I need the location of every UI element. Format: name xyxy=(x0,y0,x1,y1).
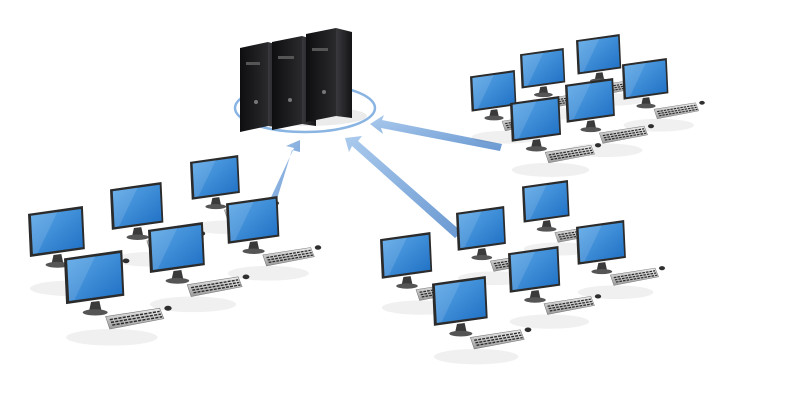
client-group-top-right xyxy=(470,34,705,177)
keyboard-icon xyxy=(653,102,700,120)
keyboard-icon xyxy=(470,329,525,350)
mouse-icon xyxy=(164,305,172,311)
keyboard-icon xyxy=(186,276,243,297)
desktop-computer-icon xyxy=(576,220,666,300)
mouse-icon xyxy=(524,327,532,333)
connection-arrows xyxy=(263,115,502,238)
keyboard-icon xyxy=(262,247,315,267)
mouse-icon xyxy=(658,266,666,271)
mouse-icon xyxy=(594,294,602,299)
mouse-icon xyxy=(594,143,602,148)
desktop-computer-icon xyxy=(510,96,602,177)
server-tower-icon xyxy=(306,28,352,122)
keyboard-icon xyxy=(599,125,648,144)
desktop-computer-icon xyxy=(432,276,532,365)
desktop-computer-icon xyxy=(64,250,172,346)
client-group-bottom xyxy=(380,180,666,365)
mouse-icon xyxy=(647,124,655,129)
keyboard-icon xyxy=(544,144,595,164)
keyboard-icon xyxy=(543,296,595,315)
desktop-computer-icon xyxy=(622,58,705,132)
mouse-icon xyxy=(699,100,705,105)
desktop-computer-icon xyxy=(226,196,322,281)
keyboard-icon xyxy=(105,307,165,330)
desktop-computer-icon xyxy=(148,222,250,313)
client-group-left xyxy=(28,155,322,346)
arrow-top-right-group xyxy=(370,115,502,151)
desktop-computer-icon xyxy=(508,246,602,329)
arrow-bottom-group xyxy=(345,136,462,238)
keyboard-icon xyxy=(610,267,659,286)
mouse-icon xyxy=(314,245,322,250)
server-cluster xyxy=(233,28,377,134)
mouse-icon xyxy=(122,258,130,264)
arrow-left-group xyxy=(263,140,300,212)
mouse-icon xyxy=(242,274,250,280)
